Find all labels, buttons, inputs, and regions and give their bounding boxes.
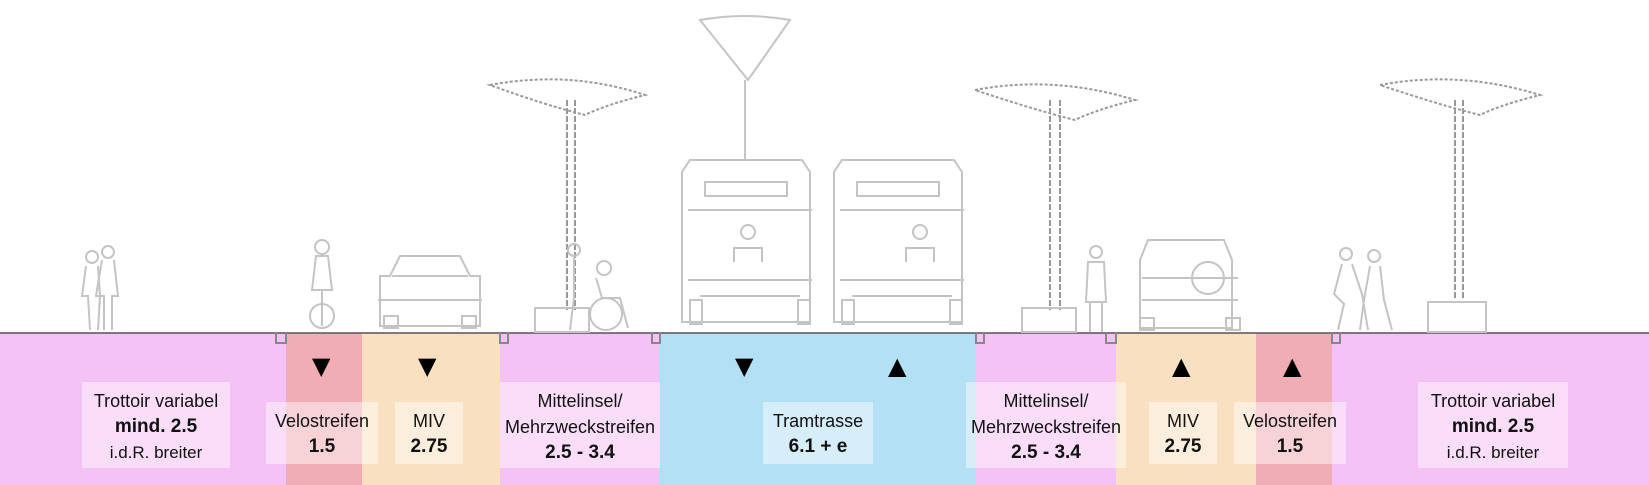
label-velo-left: Velostreifen 1.5 <box>266 402 378 464</box>
zone-miv-left <box>362 333 500 485</box>
label-value: 2.5 - 3.4 <box>545 442 615 463</box>
label-value: 2.75 <box>1164 436 1202 457</box>
label-title: Velostreifen <box>274 411 370 431</box>
label-value: 2.5 - 3.4 <box>1011 442 1081 463</box>
car-front-left-icon <box>378 255 482 329</box>
down-arrow-icon: ▼ <box>312 352 331 380</box>
tree-middle-icon <box>971 83 1139 333</box>
tree-right-icon <box>1376 78 1544 333</box>
label-title-line2: Mehrzweckstreifen <box>504 417 656 437</box>
wheelchair-user-icon <box>567 243 629 331</box>
label-value: 1.5 <box>1276 436 1304 457</box>
up-arrow-icon: ▲ <box>1283 352 1302 380</box>
label-title: MIV <box>1166 411 1199 431</box>
zone-tram <box>660 333 976 485</box>
label-title: Mittelinsel/ <box>1003 391 1089 411</box>
up-arrow-icon: ▲ <box>1172 352 1191 380</box>
tree-left-icon <box>486 78 649 333</box>
label-value: 6.1 + e <box>788 436 848 457</box>
label-note: i.d.R. breiter <box>1446 443 1540 462</box>
zone-miv-right <box>1116 333 1256 485</box>
pedestrian-couple-right-icon <box>1332 247 1393 331</box>
label-value: 2.75 <box>410 436 448 457</box>
label-miv-right: MIV 2.75 <box>1149 402 1217 464</box>
label-title: Velostreifen <box>1242 411 1338 431</box>
label-title: Trottoir variabel <box>93 391 219 411</box>
zone-trottoir-left <box>0 333 286 485</box>
suv-rear-right-icon <box>1139 239 1241 331</box>
cyclist-icon <box>309 239 335 329</box>
label-trottoir-right: Trottoir variabel mind. 2.5 i.d.R. breit… <box>1418 382 1568 468</box>
label-title-line2: Mehrzweckstreifen <box>970 417 1122 437</box>
down-arrow-icon: ▼ <box>735 352 754 380</box>
zone-velo-right <box>1256 333 1332 485</box>
label-mittelinsel-left: Mittelinsel/ Mehrzweckstreifen 2.5 - 3.4 <box>500 382 660 468</box>
up-arrow-icon: ▲ <box>888 352 907 380</box>
zone-mittelinsel-left <box>500 333 660 485</box>
label-value: 1.5 <box>308 436 336 457</box>
catenary-pole-icon <box>698 15 792 160</box>
pedestrian-couple-left-icon <box>80 245 120 331</box>
label-trottoir-left: Trottoir variabel mind. 2.5 i.d.R. breit… <box>82 382 230 468</box>
label-value: mind. 2.5 <box>114 416 198 437</box>
label-velo-right: Velostreifen 1.5 <box>1234 402 1346 464</box>
label-miv-left: MIV 2.75 <box>395 402 463 464</box>
down-arrow-icon: ▼ <box>418 352 437 380</box>
zone-mittelinsel-right <box>976 333 1116 485</box>
label-title: Tramtrasse <box>772 411 864 431</box>
pedestrian-standing-icon <box>1084 245 1108 332</box>
zone-velo-left <box>286 333 362 485</box>
zone-trottoir-right <box>1332 333 1649 485</box>
label-title: MIV <box>412 411 445 431</box>
label-title: Mittelinsel/ <box>537 391 623 411</box>
label-value: mind. 2.5 <box>1451 416 1535 437</box>
label-title: Trottoir variabel <box>1430 391 1556 411</box>
label-tram: Tramtrasse 6.1 + e <box>763 402 873 464</box>
tram-left-icon <box>681 159 812 325</box>
label-note: i.d.R. breiter <box>109 443 203 462</box>
label-mittelinsel-right: Mittelinsel/ Mehrzweckstreifen 2.5 - 3.4 <box>966 382 1126 468</box>
tram-right-icon <box>833 159 964 325</box>
curb-icons <box>275 333 1341 344</box>
